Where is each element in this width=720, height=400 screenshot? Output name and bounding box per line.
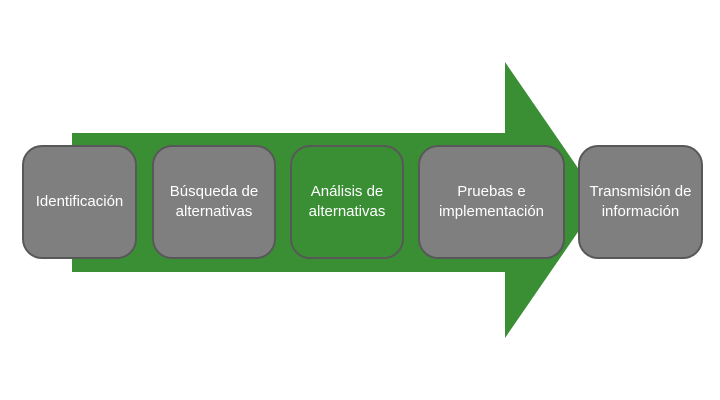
step-label: Búsqueda de alternativas	[169, 183, 259, 220]
step-identificacion: Identificación	[22, 145, 137, 259]
step-transmision-informacion: Transmisión de información	[578, 145, 703, 259]
step-label: Análisis de alternativas	[308, 183, 386, 220]
step-analisis-alternativas: Análisis de alternativas	[290, 145, 404, 259]
step-pruebas-implementacion: Pruebas e implementación	[418, 145, 565, 259]
step-label: Identificación	[35, 193, 124, 210]
step-label: Transmisión de información	[589, 183, 692, 220]
step-busqueda-alternativas: Búsqueda de alternativas	[152, 145, 276, 259]
step-label: Pruebas e implementación	[438, 183, 545, 220]
